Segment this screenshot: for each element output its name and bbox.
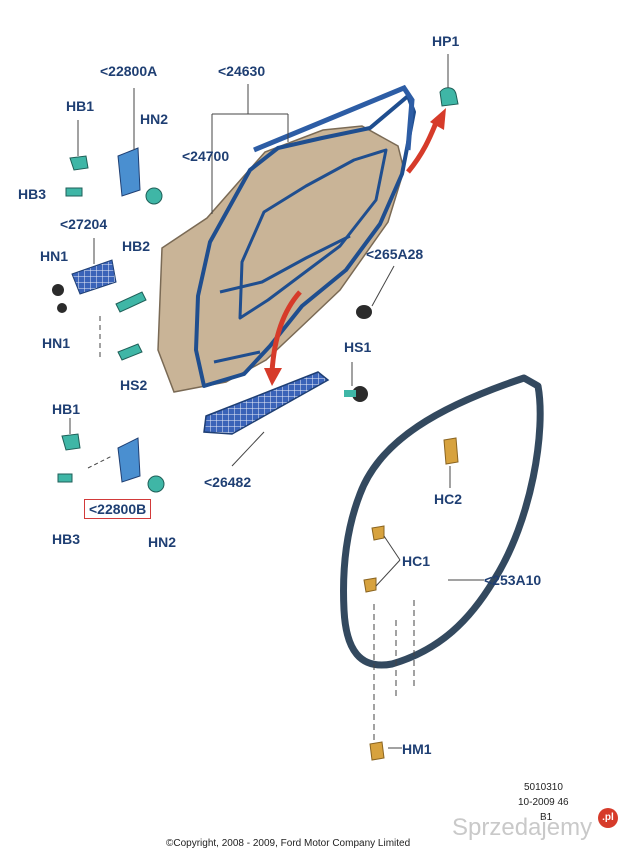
label-hn1-bottom: HN1	[42, 335, 71, 351]
hc1-clip-a	[371, 525, 385, 541]
hs1-part	[344, 386, 368, 402]
label-22800b: <22800B	[84, 499, 152, 519]
label-hc1: HC1	[402, 553, 431, 569]
label-hn2-bottom: HN2	[148, 534, 177, 550]
label-hs2: HS2	[120, 377, 148, 393]
label-24630: <24630	[218, 63, 266, 79]
door-inner-frame	[194, 94, 416, 388]
hc2-clip	[443, 437, 459, 465]
check-strap-group	[52, 238, 147, 361]
watermark-text: Sprzedajemy	[452, 814, 593, 841]
label-hn2-top: HN2	[140, 111, 169, 127]
label-hp1: HP1	[432, 33, 460, 49]
label-hs1: HS1	[344, 339, 372, 355]
hc1-leaders	[373, 535, 415, 749]
label-hb1-top: HB1	[66, 98, 95, 114]
label-hb1-bottom: HB1	[52, 401, 81, 417]
window-channel	[253, 84, 415, 153]
label-22800a: <22800A	[100, 63, 158, 79]
hc1-clip-b	[363, 577, 377, 593]
label-253a10: <253A10	[484, 572, 542, 588]
hinge-top-group	[65, 88, 163, 205]
arrow-to-hp1-head	[430, 108, 446, 130]
hp1-part	[439, 87, 459, 107]
265a28-leader	[371, 265, 395, 307]
label-hb3-top: HB3	[18, 186, 47, 202]
label-265a28: <265A28	[366, 246, 424, 262]
label-27204: <27204	[60, 216, 108, 232]
door-seal-253a10	[340, 374, 544, 669]
watermark-badge: .pl	[598, 808, 618, 828]
footer-date: 10-2009 46	[518, 797, 569, 808]
arrow-to-26482	[269, 290, 302, 373]
footer-code: 5010310	[524, 782, 563, 793]
label-26482: <26482	[204, 474, 252, 490]
part-265a28	[356, 305, 372, 319]
hm1-clip	[369, 741, 385, 761]
label-hm1: HM1	[402, 741, 432, 757]
label-hb2: HB2	[122, 238, 151, 254]
label-24700: <24700	[182, 148, 230, 164]
hinge-bottom-group	[57, 418, 165, 493]
label-hc2: HC2	[434, 491, 463, 507]
label-hb3-bottom: HB3	[52, 531, 81, 547]
door-leaders	[211, 84, 353, 467]
footer-copyright: ©Copyright, 2008 - 2009, Ford Motor Comp…	[166, 838, 411, 849]
label-hn1-top: HN1	[40, 248, 69, 264]
footer-page: B1	[540, 812, 553, 823]
trim-panel-26482	[203, 371, 330, 435]
arrow-to-26482-head	[264, 368, 282, 386]
